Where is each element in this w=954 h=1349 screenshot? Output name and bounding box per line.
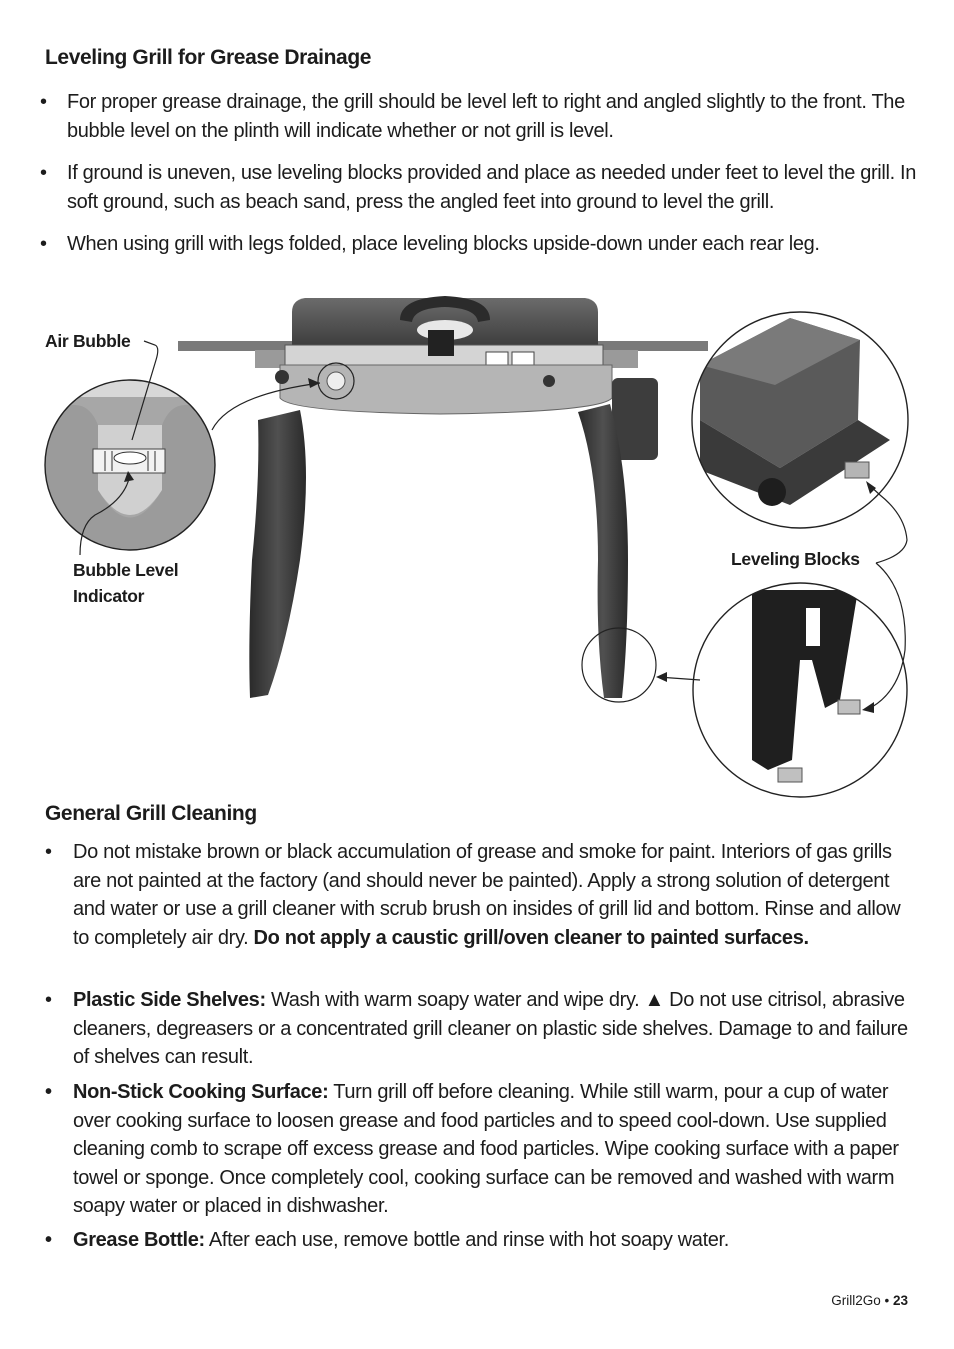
list-item: • Non-Stick Cooking Surface: Turn grill o… xyxy=(45,1078,913,1221)
list-item: • If ground is uneven, use leveling block… xyxy=(40,159,917,216)
page-footer: Grill2Go • 23 xyxy=(831,1293,908,1308)
bullet-text: Turn grill off before cleaning. While st… xyxy=(73,1081,899,1217)
bullet-dot: • xyxy=(45,841,52,863)
section-heading-leveling: Leveling Grill for Grease Drainage xyxy=(45,46,372,69)
bullet-text: If ground is uneven, use leveling blocks… xyxy=(67,162,916,213)
bullet-text: Do not mistake brown or black accumulati… xyxy=(73,841,901,949)
bullet-text: For proper grease drainage, the grill sh… xyxy=(67,91,905,142)
bullet-text: After each use, remove bottle and rinse … xyxy=(204,1229,729,1251)
regulator-knob xyxy=(428,330,454,356)
bullet-dot: • xyxy=(40,233,47,255)
bullet-bold: Grease Bottle: xyxy=(73,1229,205,1251)
leg-right xyxy=(578,404,628,698)
leg-left xyxy=(249,410,306,698)
leveling-blocks-zoom-top xyxy=(691,311,909,529)
leveling-blocks-zoom-bottom xyxy=(692,582,908,798)
bullet-dot: • xyxy=(40,91,47,113)
bullet-bold: Do not apply a caustic grill/oven cleane… xyxy=(253,926,809,949)
bubble-level-zoom xyxy=(44,379,216,551)
label-bubble-level-line1: Bubble Level xyxy=(73,560,179,580)
list-item: • Do not mistake brown or black accumulat… xyxy=(45,838,913,952)
bullet-dot: • xyxy=(40,162,47,184)
bullet-text: When using grill with legs folded, place… xyxy=(67,233,820,255)
list-item: • For proper grease drainage, the grill s… xyxy=(40,88,917,145)
grease-bottle xyxy=(612,378,658,460)
bubble-level xyxy=(326,371,346,391)
bullet-dot: • xyxy=(45,1229,52,1251)
bullet-bold: Plastic Side Shelves: xyxy=(73,989,266,1011)
label-leveling-blocks: Leveling Blocks xyxy=(731,549,860,569)
list-item: • Plastic Side Shelves: Wash with warm so… xyxy=(45,986,913,1072)
bullet-bold: Non-Stick Cooking Surface: xyxy=(73,1081,329,1103)
bullet-text: Wash with warm soapy water and wipe dry.… xyxy=(73,989,908,1068)
bullet-dot: • xyxy=(45,989,52,1011)
side-shelf-left xyxy=(178,341,295,368)
side-shelf-right xyxy=(595,341,708,368)
label-bubble-level-line2: Indicator xyxy=(73,586,145,606)
section-heading-cleaning: General Grill Cleaning xyxy=(45,802,257,825)
lid-handle xyxy=(400,296,490,322)
page-number: 23 xyxy=(892,1293,908,1308)
list-item: • Grease Bottle: After each use, remove b… xyxy=(45,1226,913,1255)
list-item: • When using grill with legs folded, plac… xyxy=(40,230,917,259)
grill-illustration xyxy=(44,296,909,798)
footer-brand: Grill2Go • xyxy=(831,1293,893,1308)
label-air-bubble: Air Bubble xyxy=(45,331,131,351)
bullet-dot: • xyxy=(45,1081,52,1103)
